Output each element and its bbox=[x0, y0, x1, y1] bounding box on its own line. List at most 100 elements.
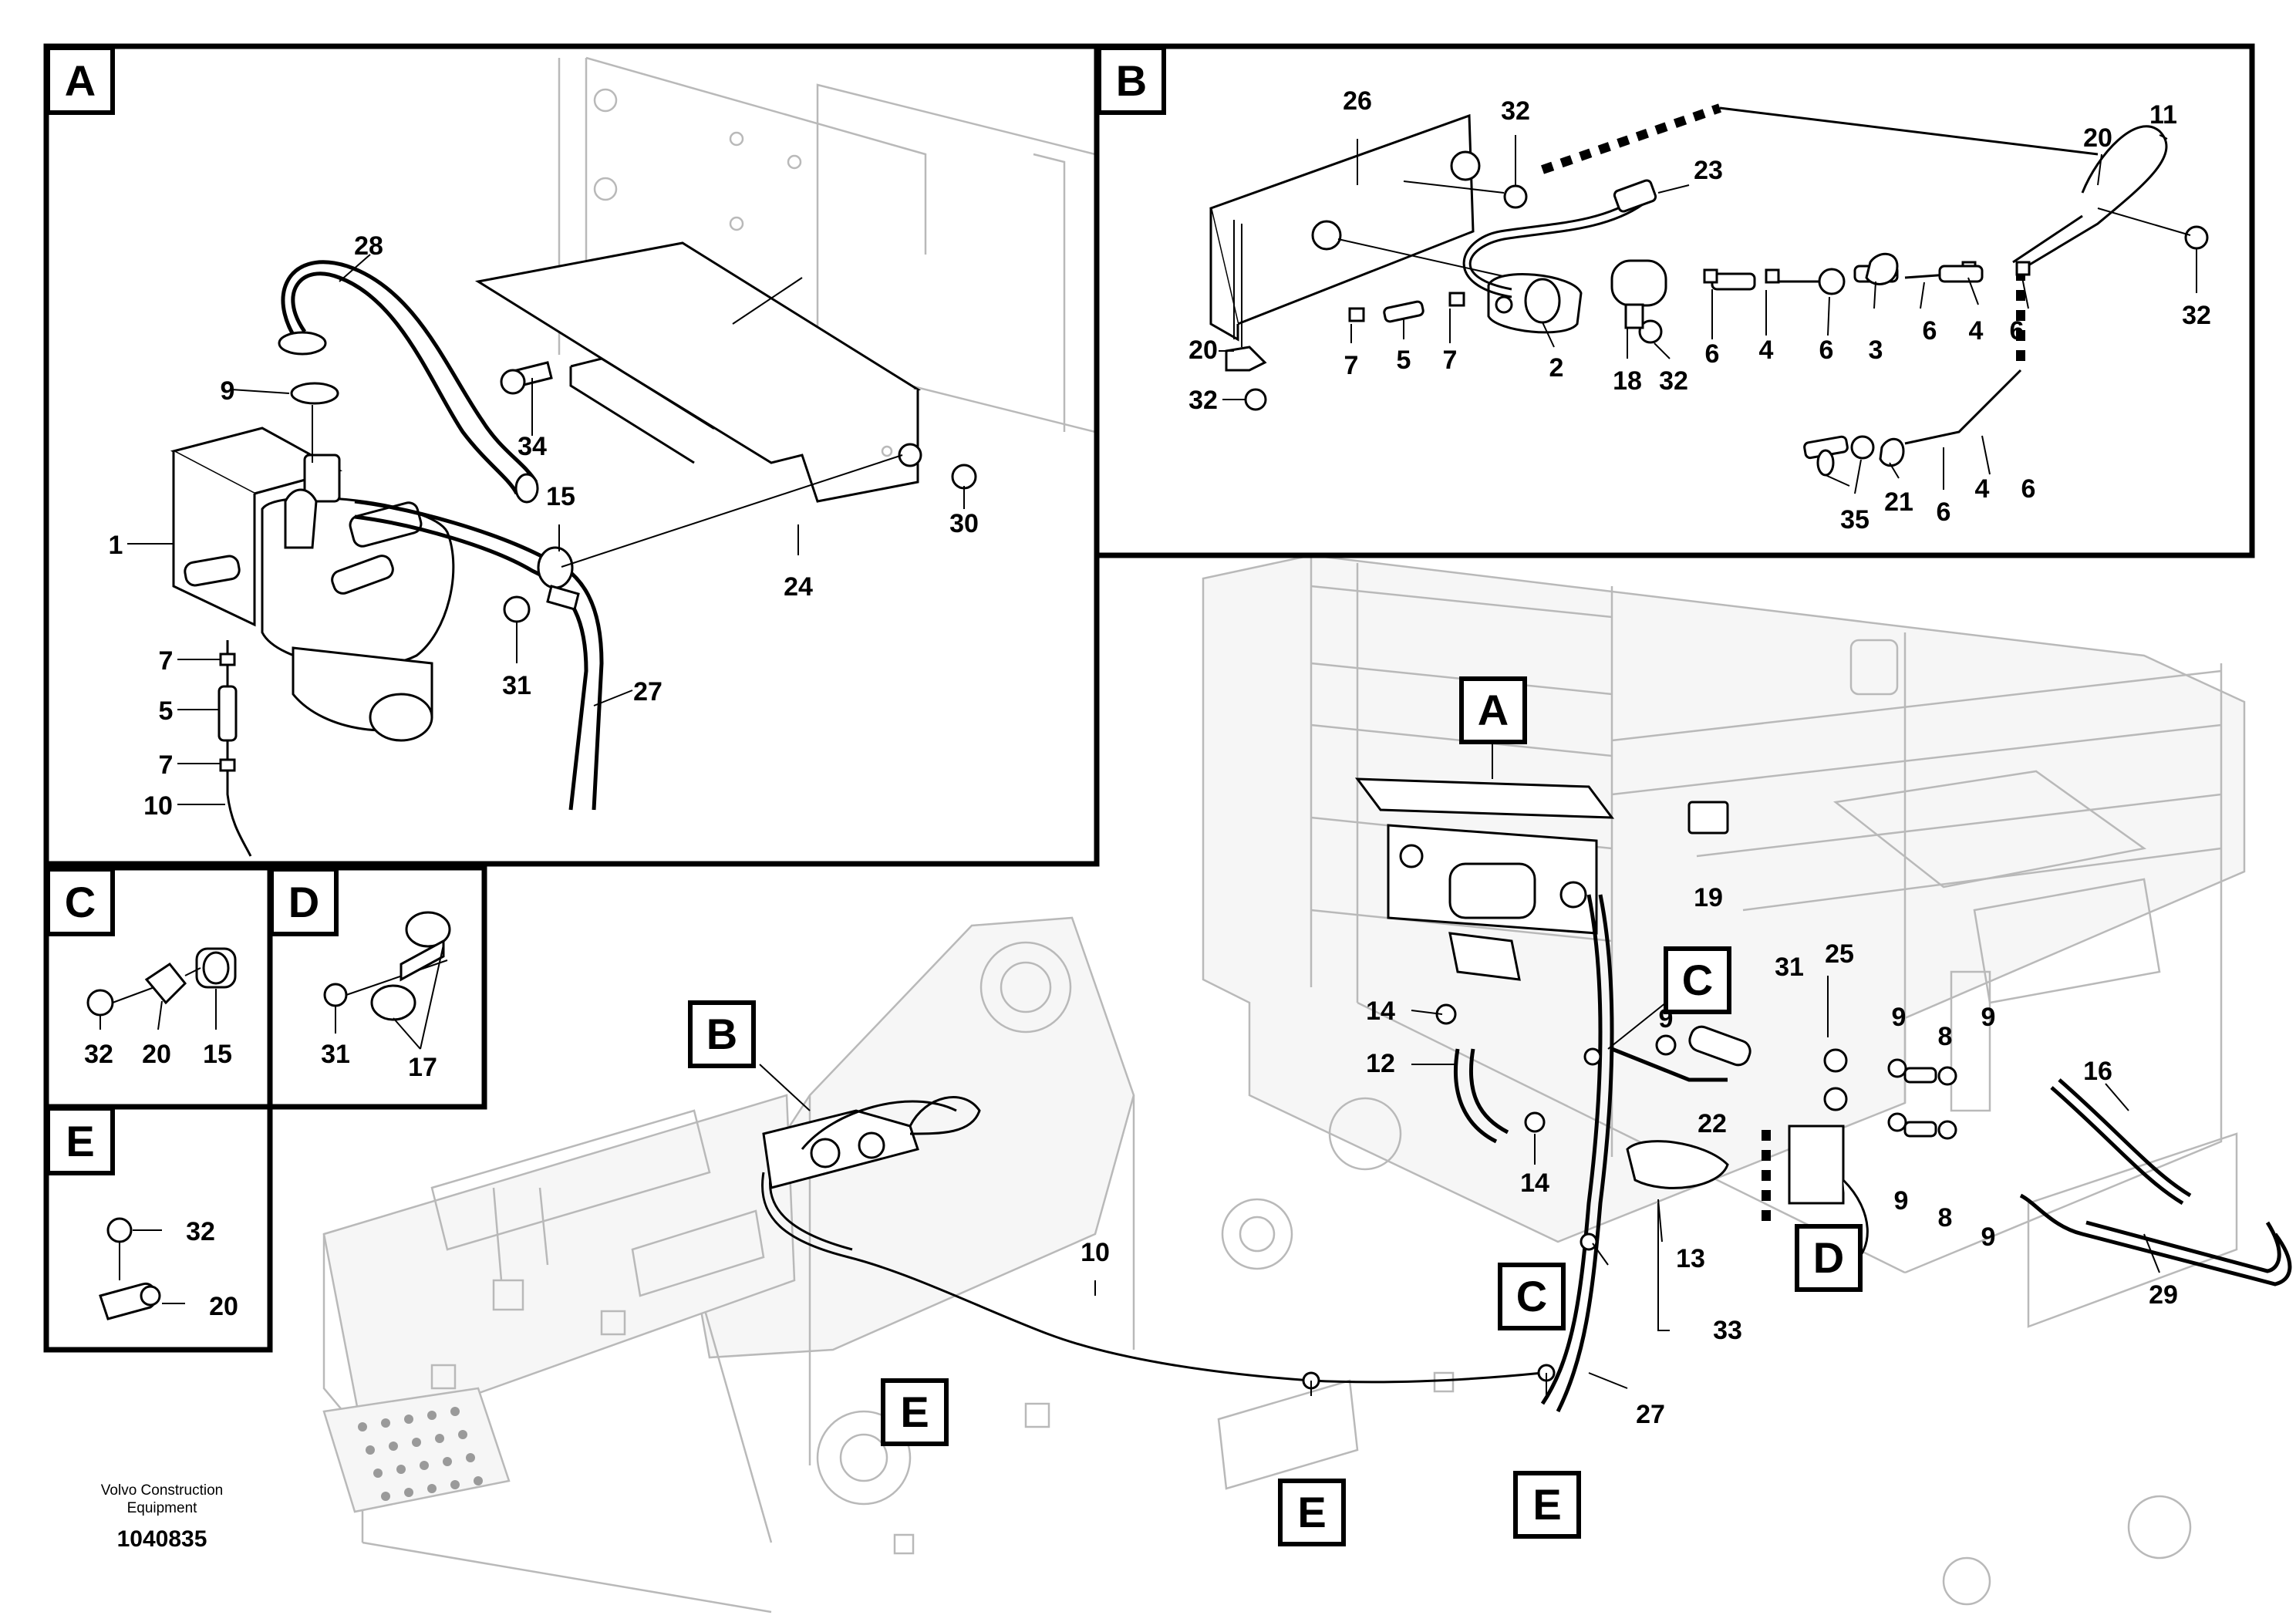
drawing-number: 1040835 bbox=[117, 1526, 207, 1552]
panel-e: E bbox=[43, 1104, 273, 1353]
label: 9 bbox=[1981, 1003, 1996, 1032]
svg-text:D: D bbox=[1813, 1233, 1844, 1282]
label: 32 bbox=[84, 1040, 113, 1069]
svg-text:B: B bbox=[706, 1010, 737, 1058]
label: 32 bbox=[1188, 386, 1218, 415]
label: 9 bbox=[1659, 1004, 1674, 1034]
panel-c-tag-box bbox=[46, 867, 115, 936]
step-pattern bbox=[358, 1407, 483, 1501]
label: 9 bbox=[1981, 1222, 1996, 1252]
footer: Volvo Construction Equipment 1040835 bbox=[101, 1482, 223, 1552]
label: 7 bbox=[1344, 351, 1359, 380]
label: 20 bbox=[2083, 123, 2112, 153]
panel-c: C bbox=[43, 865, 273, 1110]
maker-line-1: Volvo Construction bbox=[101, 1482, 223, 1499]
label: 6 bbox=[1819, 336, 1834, 365]
labels-panel-d: 31 17 bbox=[321, 1040, 437, 1082]
labels-main: 19 31 25 14 12 9 22 9 8 9 16 14 13 33 9 … bbox=[1081, 883, 2178, 1429]
svg-text:E: E bbox=[1297, 1488, 1326, 1536]
label: 35 bbox=[1840, 505, 1870, 534]
label: 14 bbox=[1366, 996, 1395, 1026]
panel-c-letter: C bbox=[65, 878, 96, 926]
label: 30 bbox=[949, 509, 979, 538]
callout-c-lower: C bbox=[1498, 1263, 1566, 1330]
label: 14 bbox=[1520, 1168, 1549, 1198]
label: 6 bbox=[1923, 316, 1937, 346]
label: 6 bbox=[2010, 316, 2025, 346]
panel-b: B bbox=[1094, 43, 2255, 558]
label: 27 bbox=[1636, 1400, 1665, 1429]
label: 8 bbox=[1938, 1203, 1953, 1233]
panel-a-tag-box bbox=[46, 46, 115, 115]
main-heater-assembly bbox=[1354, 777, 1615, 981]
callout-e-left: E bbox=[881, 1378, 949, 1446]
callout-e-right: E bbox=[1513, 1471, 1581, 1539]
svg-text:E: E bbox=[900, 1388, 929, 1436]
label: 10 bbox=[143, 791, 173, 821]
harness-10 bbox=[761, 1047, 1602, 1421]
label: 7 bbox=[1443, 346, 1458, 375]
label: 12 bbox=[1366, 1049, 1395, 1078]
label: 20 bbox=[1188, 336, 1218, 365]
label: 31 bbox=[1775, 953, 1804, 982]
callout-d: D bbox=[1795, 1224, 1863, 1292]
label: 28 bbox=[354, 231, 383, 261]
panel-a: A bbox=[43, 43, 1100, 867]
label: 9 bbox=[1894, 1186, 1909, 1216]
label: 5 bbox=[159, 696, 174, 726]
label: 7 bbox=[159, 750, 174, 780]
panel-b-tag-box bbox=[1097, 46, 1166, 115]
label: 31 bbox=[502, 671, 531, 700]
label: 4 bbox=[1969, 316, 1984, 346]
callout-e-middle: E bbox=[1278, 1479, 1346, 1546]
label: 13 bbox=[1676, 1244, 1705, 1273]
panel-d-letter: D bbox=[288, 878, 319, 926]
maker-line-2: Equipment bbox=[127, 1500, 198, 1516]
label: 32 bbox=[2182, 301, 2211, 330]
label: 15 bbox=[203, 1040, 232, 1069]
label: 11 bbox=[2149, 100, 2177, 130]
label: 9 bbox=[1892, 1003, 1907, 1032]
label: 31 bbox=[321, 1040, 350, 1069]
panel-e-letter: E bbox=[66, 1117, 94, 1165]
svg-text:E: E bbox=[1532, 1480, 1561, 1529]
frame-structure bbox=[322, 554, 2246, 1614]
labels-panel-a: 28 9 1 34 15 30 24 31 27 7 5 7 10 bbox=[109, 231, 979, 821]
label: 29 bbox=[2149, 1280, 2178, 1310]
label: 6 bbox=[1705, 339, 1720, 369]
label: 26 bbox=[1343, 86, 1372, 116]
label: 23 bbox=[1694, 156, 1723, 185]
label: 8 bbox=[1938, 1022, 1953, 1051]
main-hoses bbox=[1435, 801, 2292, 1413]
label: 2 bbox=[1549, 353, 1564, 383]
svg-text:C: C bbox=[1516, 1272, 1547, 1320]
label: 33 bbox=[1713, 1316, 1742, 1345]
label: 32 bbox=[186, 1217, 215, 1246]
panel-a-letter: A bbox=[65, 56, 96, 105]
panel-d: D bbox=[267, 865, 487, 1110]
label: 5 bbox=[1397, 346, 1411, 375]
label: 21 bbox=[1884, 487, 1913, 517]
label: 18 bbox=[1613, 366, 1642, 396]
panel-d-tag-box bbox=[269, 867, 339, 936]
label: 32 bbox=[1659, 366, 1688, 396]
label: 4 bbox=[1975, 474, 1990, 504]
svg-text:A: A bbox=[1478, 686, 1509, 734]
label: 1 bbox=[109, 531, 123, 560]
label: 10 bbox=[1081, 1238, 1110, 1267]
label: 9 bbox=[221, 376, 235, 406]
label: 19 bbox=[1694, 883, 1723, 912]
label: 34 bbox=[518, 432, 547, 461]
label: 20 bbox=[209, 1292, 238, 1321]
callout-b: B bbox=[688, 1000, 756, 1068]
label: 24 bbox=[784, 572, 813, 602]
main-assembly bbox=[322, 554, 2292, 1614]
label: 32 bbox=[1501, 96, 1530, 126]
labels-panel-b: 26 32 23 20 11 32 20 32 7 5 7 2 18 32 6 … bbox=[1188, 86, 2211, 534]
panel-e-tag-box bbox=[46, 1106, 115, 1175]
svg-text:C: C bbox=[1682, 956, 1713, 1004]
label: 6 bbox=[1937, 497, 1951, 527]
label: 22 bbox=[1698, 1109, 1727, 1138]
panel-b-letter: B bbox=[1116, 56, 1147, 105]
